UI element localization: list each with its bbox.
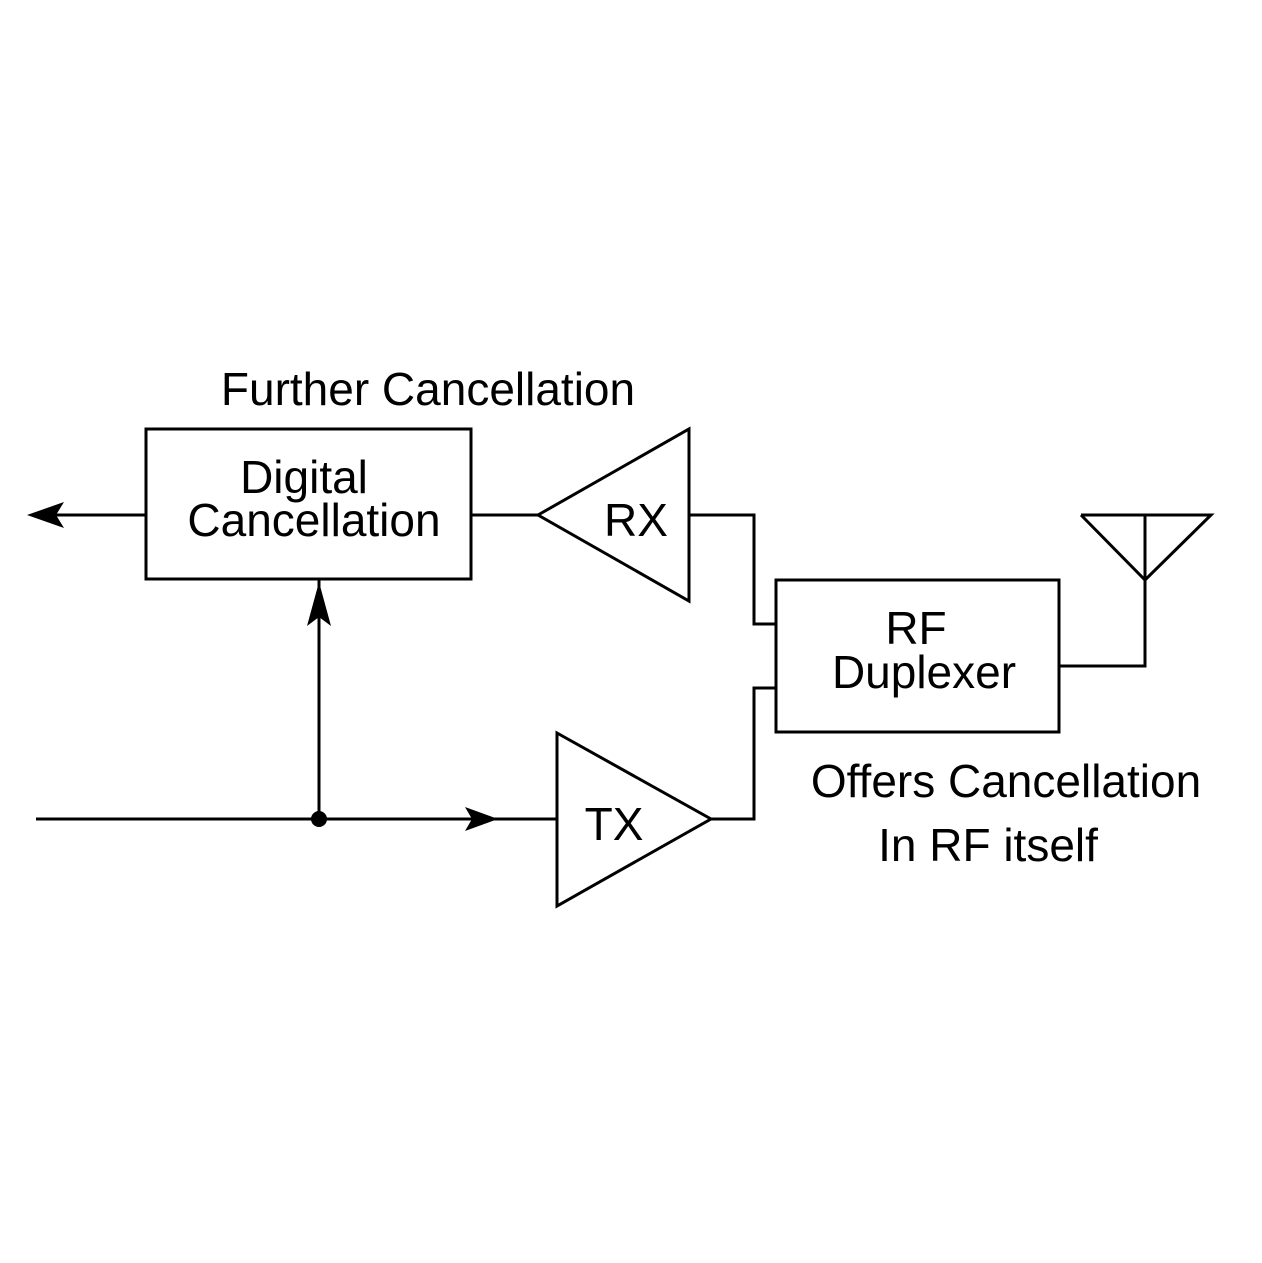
tx-label: TX [585, 798, 644, 850]
duplexer-label: Duplexer [832, 646, 1016, 698]
tx-amplifier [555, 730, 715, 909]
tx-duplexer-wire [711, 686, 776, 821]
rx-duplexer-wire [689, 513, 776, 626]
cancellation-label: Cancellation [187, 494, 440, 546]
further-cancellation-label: Further Cancellation [221, 363, 635, 415]
offers-cancellation-label: Offers Cancellation [811, 755, 1201, 807]
digital-label: Digital [240, 451, 368, 503]
output-arrow-icon [27, 502, 64, 528]
digital-cancellation-block [144, 427, 473, 581]
rx-label: RX [604, 494, 668, 546]
rf-label: RF [885, 602, 946, 654]
in-rf-itself-label: In RF itself [878, 819, 1098, 871]
antenna-icon [1079, 513, 1215, 583]
reference-arrow-icon [307, 582, 331, 626]
rf-duplexer-block [774, 578, 1061, 734]
tx-input-arrow-icon [465, 807, 498, 831]
